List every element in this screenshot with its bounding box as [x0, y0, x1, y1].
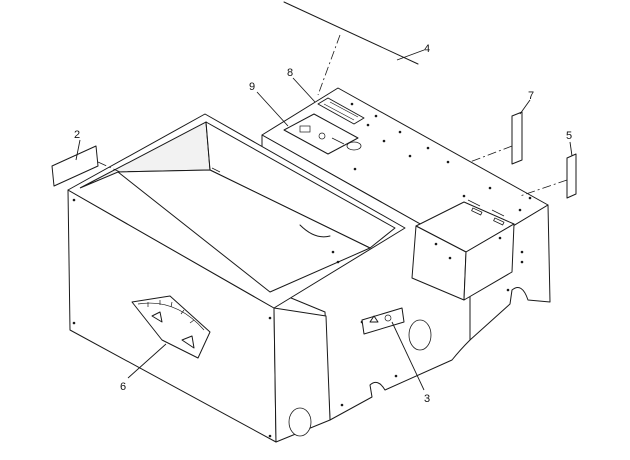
callout-7: 7 — [528, 90, 534, 102]
leader-lines — [75, 49, 573, 391]
mounting-bracket — [411, 201, 515, 301]
callout-2: 2 — [74, 129, 80, 141]
part-7-projection-line — [469, 145, 513, 163]
part-6-gauge-decal — [131, 295, 211, 359]
callout-8: 8 — [287, 67, 293, 79]
part-9-info-label — [283, 113, 359, 155]
callout-9: 9 — [249, 81, 255, 93]
callout-4: 4 — [424, 43, 430, 55]
part-5-side-decal — [519, 153, 577, 199]
callout-6: 6 — [120, 381, 126, 393]
part-2-front-decal — [51, 145, 121, 187]
part-7-side-decal — [511, 111, 523, 165]
callout-5: 5 — [566, 130, 572, 142]
part-3-warning-label — [361, 307, 405, 335]
part-4-cover-panel — [283, 1, 419, 96]
part-8-top-label — [317, 97, 365, 125]
callout-3: 3 — [424, 393, 430, 405]
